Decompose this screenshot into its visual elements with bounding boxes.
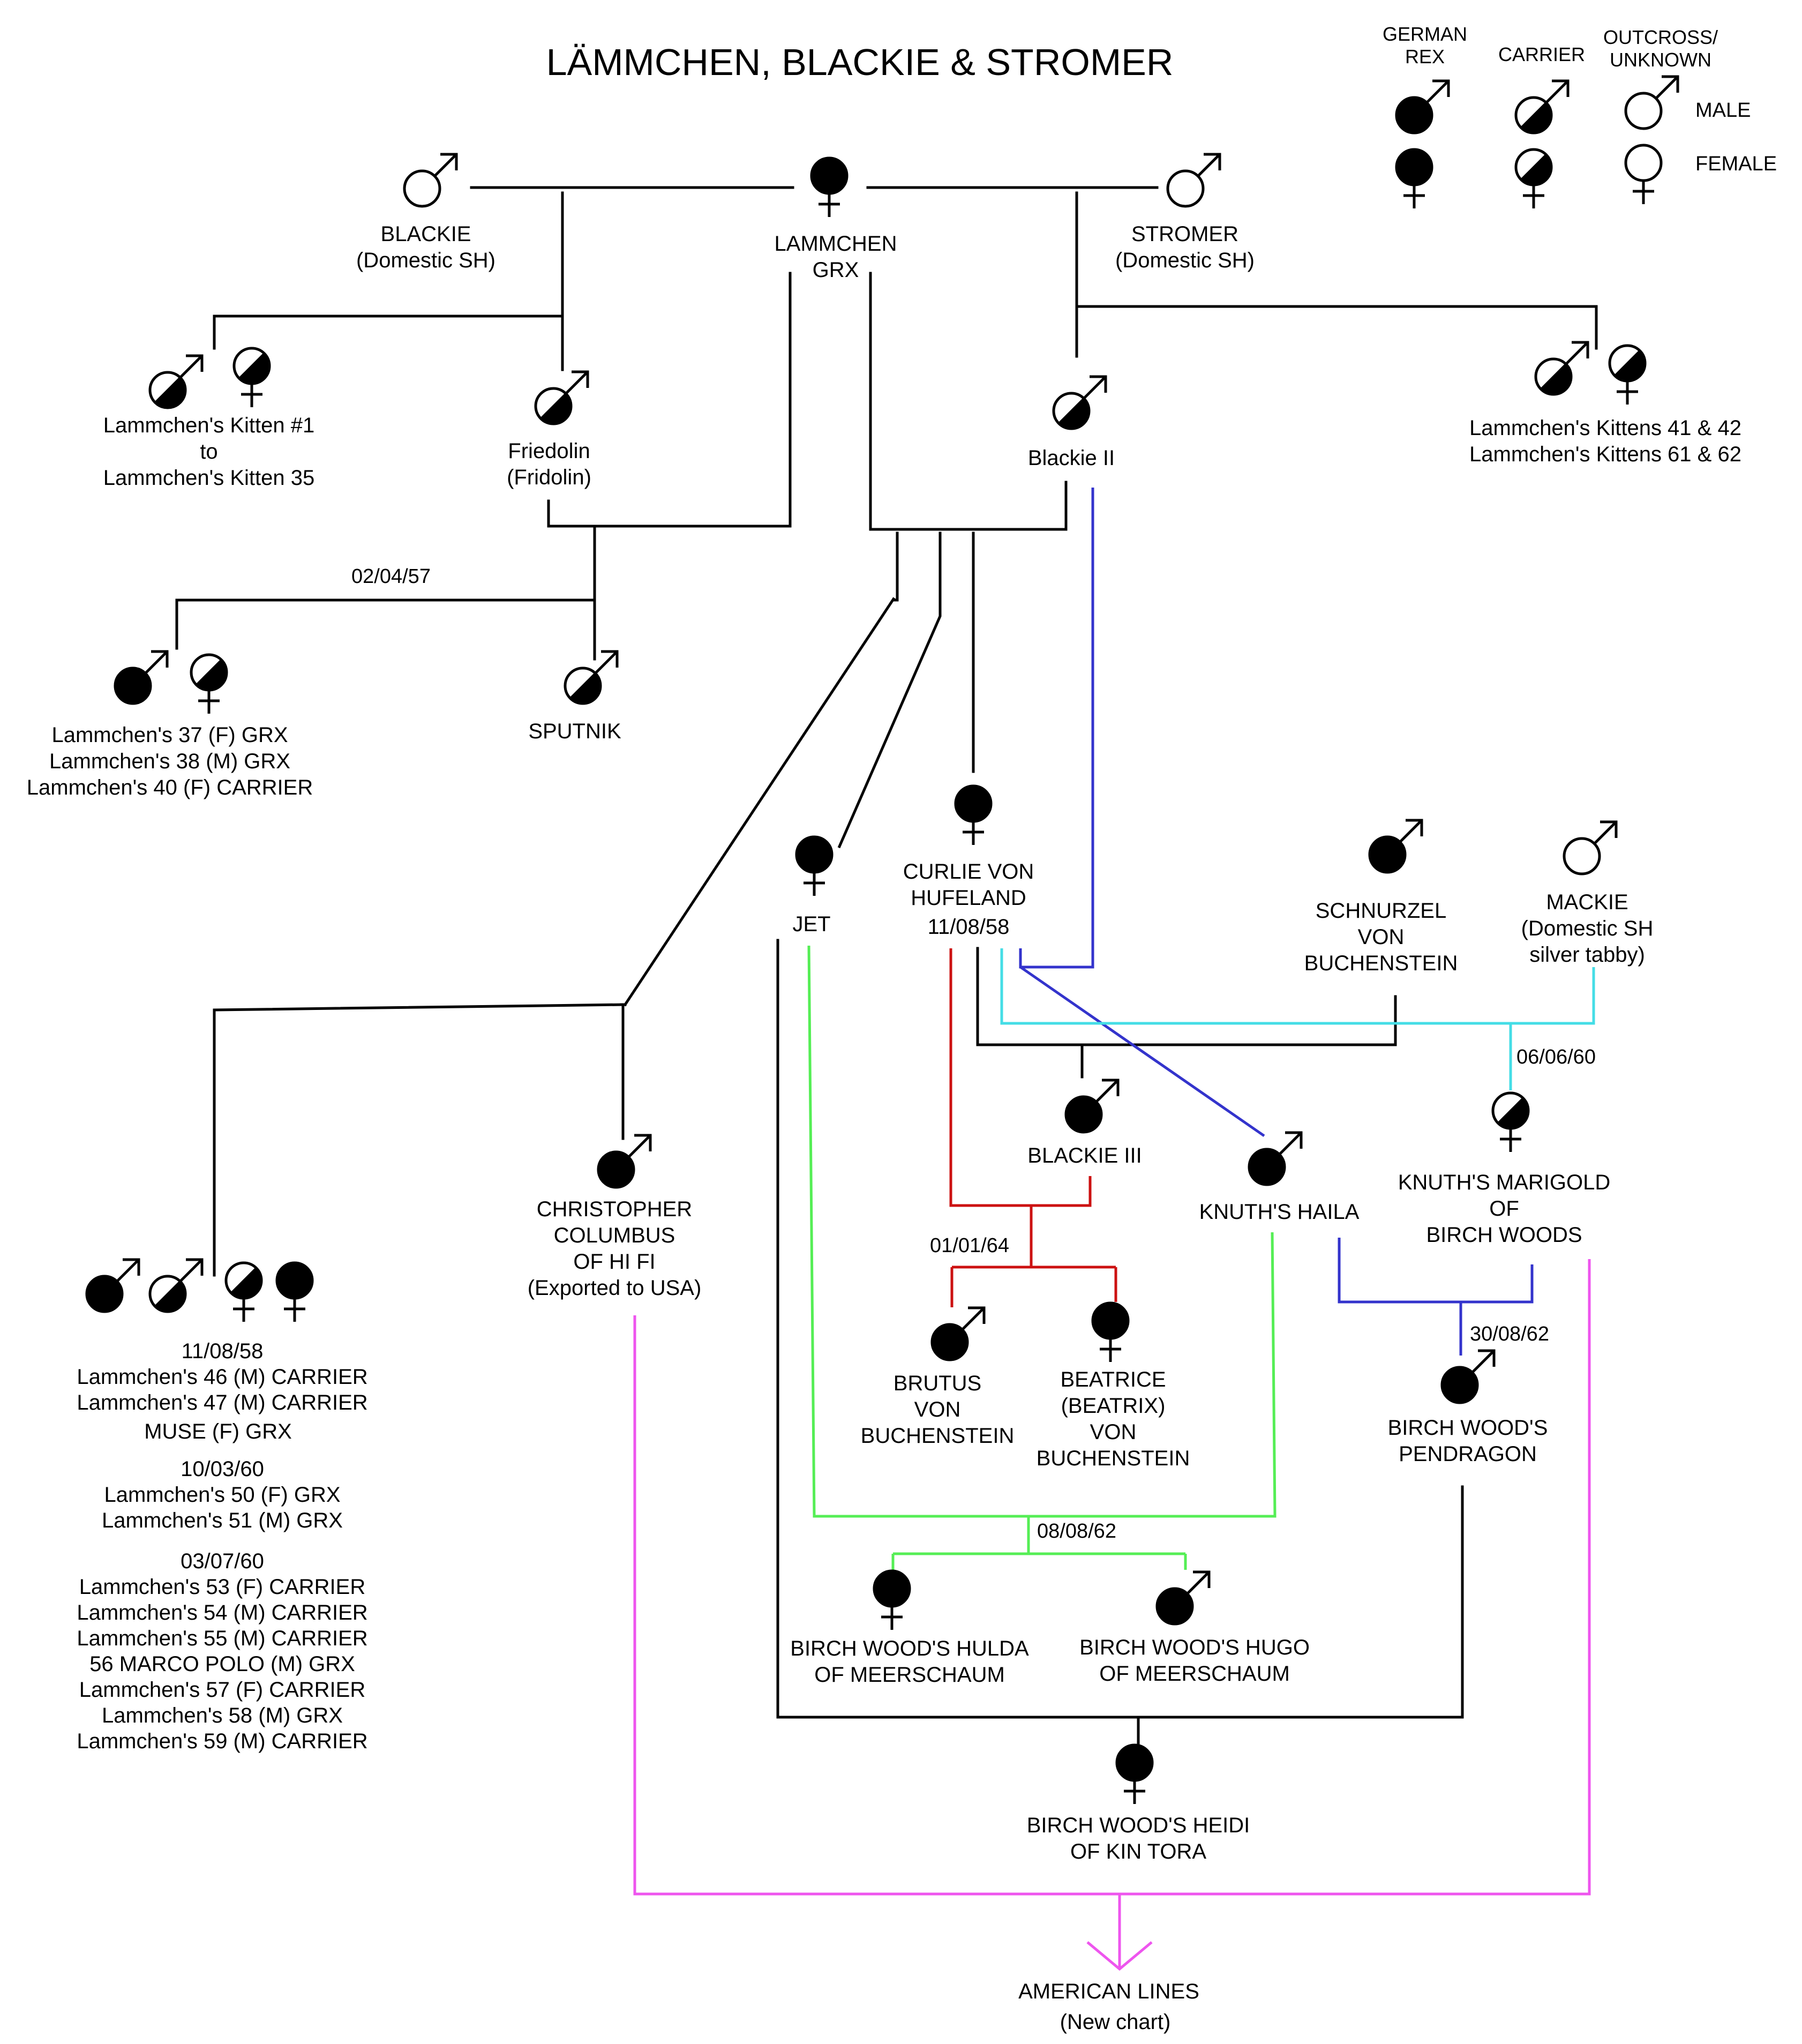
- legend-outcross-label: OUTCROSS/UNKNOWN: [1603, 26, 1718, 71]
- blackie-label: BLACKIE(Domestic SH): [356, 222, 495, 272]
- date-020457: 02/04/57: [351, 565, 431, 588]
- connector-lines-blue: [1019, 488, 1534, 1356]
- curlie-female-icon: [954, 784, 993, 845]
- friedolin-male-carrier-icon: [534, 370, 589, 425]
- schnurzel-male-icon: [1368, 819, 1423, 874]
- legend-outcross-male-icon: [1624, 75, 1679, 130]
- jet-female-icon: [795, 835, 834, 896]
- date-010164: 01/01/64: [930, 1234, 1009, 1257]
- legend-carrier-male-icon: [1514, 79, 1570, 134]
- cat-symbols: [85, 153, 1647, 1804]
- date-300862: 30/08/62: [1470, 1323, 1549, 1345]
- chart-title: LÄMMCHEN, BLACKIE & STROMER: [546, 41, 1174, 83]
- marigold-female-carrier-icon: [1491, 1091, 1530, 1152]
- christopher-male-icon: [597, 1134, 652, 1189]
- date-labels: 02/04/57 06/06/60 01/01/64 30/08/62 08/0…: [351, 565, 1596, 1543]
- connector-lines-green: [807, 945, 1277, 1570]
- date-080862: 08/08/62: [1037, 1520, 1116, 1543]
- date-060660: 06/06/60: [1516, 1046, 1596, 1068]
- knuths-haila-label: KNUTH'S HAILA: [1199, 1200, 1360, 1224]
- brutus-male-icon: [930, 1306, 986, 1361]
- blackie-ii-male-carrier-icon: [1052, 375, 1107, 430]
- legend-female-label: FEMALE: [1695, 153, 1777, 175]
- connector-lines-cyan: [1000, 948, 1595, 1090]
- knuths-haila-male-icon: [1248, 1131, 1303, 1186]
- litter37-male-grx-icon: [114, 650, 169, 705]
- blackie-iii-male-icon: [1064, 1079, 1120, 1134]
- kittens-41-male-carrier-icon: [1534, 341, 1589, 396]
- kittens-42-female-carrier-icon: [1608, 344, 1647, 405]
- litter46-female-carrier-icon: [224, 1261, 263, 1322]
- hulda-female-icon: [873, 1569, 911, 1630]
- sputnik-male-carrier-icon: [564, 650, 619, 705]
- stromer-label: STROMER(Domestic SH): [1115, 222, 1255, 272]
- kitten-male-carrier-icon: [148, 354, 204, 409]
- litter37-female-carrier-icon: [190, 653, 228, 714]
- stromer-male-icon: [1166, 153, 1221, 208]
- beatrice-female-icon: [1091, 1301, 1130, 1362]
- friedolin-label: Friedolin(Fridolin): [507, 439, 591, 489]
- legend-male-label: MALE: [1695, 99, 1751, 122]
- litter46-female-grx-icon: [275, 1261, 314, 1322]
- blackie-iii-label: BLACKIE III: [1027, 1144, 1142, 1167]
- litter46-male-grx-icon: [85, 1258, 140, 1313]
- blackie-ii-label: Blackie II: [1028, 446, 1115, 470]
- legend-carrier-female-icon: [1514, 148, 1553, 208]
- pendragon-male-icon: [1440, 1349, 1496, 1404]
- jet-label: JET: [792, 912, 830, 936]
- connector-lines-magenta: [633, 1259, 1591, 1971]
- hugo-male-icon: [1155, 1570, 1211, 1626]
- connector-lines-black: [175, 186, 1598, 1751]
- mackie-male-icon: [1563, 820, 1618, 875]
- litter46-male-carrier-icon: [148, 1258, 204, 1313]
- blackie-male-icon: [403, 153, 458, 208]
- american-lines-label: AMERICAN LINES(New chart): [1018, 1980, 1199, 2034]
- heidi-female-icon: [1115, 1743, 1154, 1804]
- lammchen-female-icon: [810, 156, 849, 217]
- legend-outcross-female-icon: [1624, 144, 1663, 204]
- sputnik-label: SPUTNIK: [528, 720, 621, 743]
- legend-carrier-label: CARRIER: [1498, 43, 1585, 65]
- legend-grx-male-icon: [1395, 79, 1450, 134]
- kitten-female-carrier-icon: [232, 347, 271, 407]
- legend-grx-female-icon: [1395, 148, 1433, 208]
- connector-lines-red: [949, 948, 1117, 1307]
